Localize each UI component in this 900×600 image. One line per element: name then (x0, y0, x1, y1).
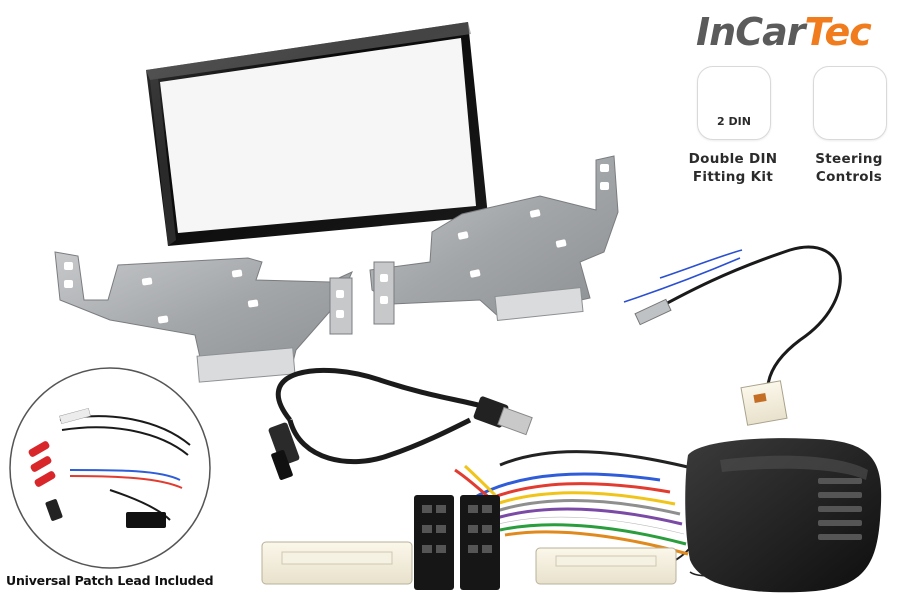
left-mounting-bracket (54, 251, 353, 383)
brand-logo-part1: InCar (696, 10, 805, 54)
aerial-adaptor-lead (623, 245, 842, 426)
vehicle-connectors (261, 541, 677, 585)
brand-logo: InCarTec (696, 10, 886, 58)
double-din-label-line1: Double DIN (688, 151, 778, 167)
double-din-label: Double DIN Fitting Kit (673, 150, 793, 186)
patch-lead-caption: Universal Patch Lead Included (6, 573, 214, 588)
double-din-badge: 2 DIN (697, 66, 771, 140)
usb-cable (268, 367, 533, 480)
right-mounting-bracket (369, 155, 619, 325)
steering-controls-label: Steering Controls (789, 150, 900, 186)
steering-controls-badge (813, 66, 887, 140)
double-din-label-line2: Fitting Kit (692, 169, 774, 185)
brand-logo-part2: Tec (804, 10, 871, 54)
steering-controls-label-line2: Controls (815, 169, 883, 185)
fascia-panel (146, 22, 488, 246)
double-din-tag: 2 DIN (717, 115, 751, 128)
wiring-loom (454, 464, 689, 556)
iso-connectors (414, 495, 500, 590)
steering-controls-label-line1: Steering (815, 151, 883, 167)
patch-lead-inset (9, 367, 211, 569)
